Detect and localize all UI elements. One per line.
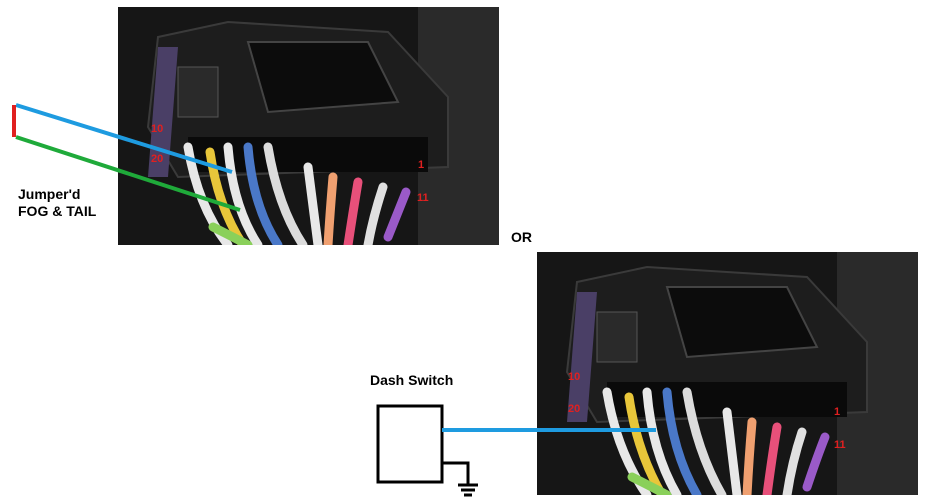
pin-label-1: 1	[834, 406, 841, 418]
pin-label-11: 11	[834, 439, 846, 451]
pin-label-10: 10	[568, 371, 581, 383]
or-label: OR	[511, 229, 532, 245]
blue-wire	[15, 103, 233, 174]
connector-photo-top: 10 20 1 11	[118, 7, 499, 245]
connector-drawing-top	[118, 7, 499, 245]
jumper-label: Jumper'd FOG & TAIL	[18, 186, 97, 219]
pin-label-10: 10	[151, 123, 164, 135]
green-wire	[15, 135, 241, 212]
connector-photo-bottom: 10 20 1 11	[537, 252, 918, 495]
ground-icon	[442, 461, 478, 497]
pin-label-11: 11	[417, 192, 429, 204]
connector-drawing-bottom	[537, 252, 918, 495]
pin-label-20: 20	[151, 153, 164, 165]
pin-label-1: 1	[418, 159, 425, 171]
pin-label-20: 20	[568, 403, 581, 415]
dash-switch-box	[376, 404, 444, 484]
dash-switch-label: Dash Switch	[370, 372, 454, 388]
